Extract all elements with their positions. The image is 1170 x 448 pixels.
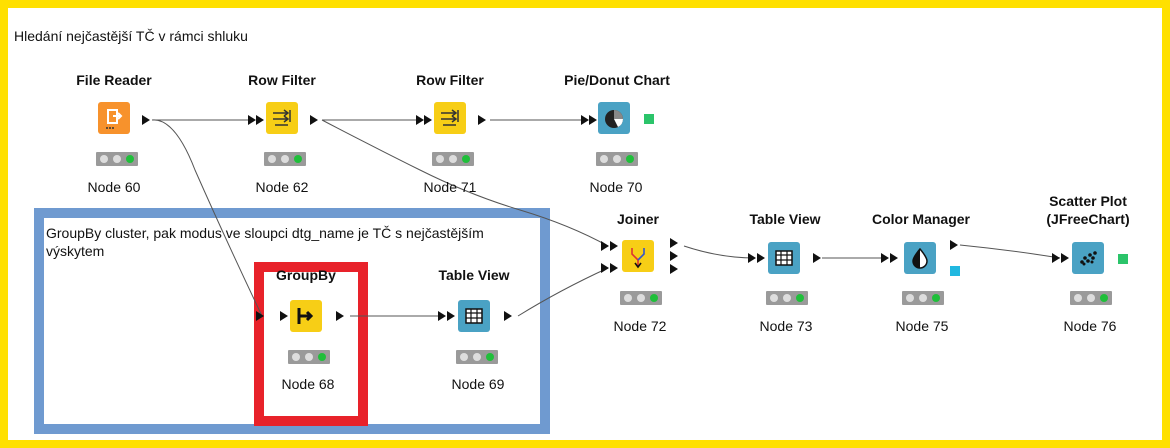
node-72-out-port-3[interactable] [670,264,678,274]
edge-69-72 [517,267,609,317]
node-75-status [902,291,944,305]
node-62-in-port[interactable] [256,115,264,125]
edge-62-72 [321,119,609,247]
filter-icon [441,109,459,126]
arrowhead-71 [416,115,424,125]
node-72-in-port-right[interactable] [610,263,618,273]
node-70-status [596,152,638,166]
node-75-out-port[interactable] [950,240,958,250]
node-69-table-view-icon[interactable] [458,300,490,332]
join-icon [631,248,645,269]
node-68-in-port[interactable] [280,311,288,321]
node-73-in-port[interactable] [757,253,765,263]
node-62-title: Row Filter [248,72,316,88]
node-73-title: Table View [749,211,821,227]
arrowhead-73 [748,253,756,263]
node-72-in-port-left[interactable] [610,241,618,251]
filter-icon [273,109,291,126]
node-70-pie-chart-icon[interactable] [598,102,630,134]
node-68-label: Node 68 [281,376,335,392]
node-70-in-port[interactable] [589,115,597,125]
arrowhead-62 [248,115,256,125]
node-69-title: Table View [438,267,510,283]
node-68-status [288,350,330,364]
node-76-label: Node 76 [1063,318,1117,334]
group-annotation-text: GroupBy cluster, pak modus ve sloupci dt… [46,225,484,259]
node-72-joiner-icon[interactable] [622,240,654,272]
node-75-label: Node 75 [895,318,949,334]
node-69-status [456,350,498,364]
node-62-out-port[interactable] [310,115,318,125]
highlight-box [254,262,368,426]
node-69-in-port[interactable] [447,311,455,321]
edge-72-73 [683,245,756,259]
node-68-title: GroupBy [276,267,336,283]
edge-75-76 [959,244,1061,259]
node-68-groupby-icon[interactable] [290,300,322,332]
table-icon [775,250,793,266]
node-60-out-port[interactable] [142,115,150,125]
node-76-view-port[interactable] [1118,254,1128,264]
node-76-in-port[interactable] [1061,253,1069,263]
node-72-label: Node 72 [613,318,667,334]
groupby-icon [297,308,314,324]
node-73-out-port[interactable] [813,253,821,263]
group-annotation-box [34,208,550,434]
pie-chart-icon [605,110,623,128]
node-71-row-filter-icon[interactable] [434,102,466,134]
node-72-out-port-1[interactable] [670,238,678,248]
arrowhead-72a [601,241,609,251]
node-60-status [96,152,138,166]
node-62-label: Node 62 [255,179,309,195]
node-70-title: Pie/Donut Chart [564,72,670,88]
node-69-label: Node 69 [451,376,505,392]
node-72-status [620,291,662,305]
node-60-file-reader-icon[interactable] [98,102,130,134]
node-76-status [1070,291,1112,305]
node-71-label: Node 71 [423,179,477,195]
node-71-in-port[interactable] [424,115,432,125]
arrowhead-72b [601,263,609,273]
node-60-label: Node 60 [87,179,141,195]
edge-60-68 [151,119,263,317]
node-75-in-port[interactable] [890,253,898,263]
table-icon [465,308,483,324]
node-75-model-port[interactable] [950,266,960,276]
color-drop-icon [912,247,928,269]
arrowhead-75 [881,253,889,263]
node-71-title: Row Filter [416,72,484,88]
node-70-label: Node 70 [589,179,643,195]
arrowhead-70 [581,115,589,125]
node-70-view-port[interactable] [644,114,654,124]
node-76-title-line1: Scatter Plot [1049,193,1127,209]
scatter-icon [1080,251,1097,266]
node-71-out-port[interactable] [478,115,486,125]
node-73-table-view-icon[interactable] [768,242,800,274]
node-72-out-port-2[interactable] [670,251,678,261]
arrowhead-68 [256,311,264,321]
node-68-out-port[interactable] [336,311,344,321]
node-75-title: Color Manager [871,211,970,227]
node-76-title-line2: (JFreeChart) [1046,211,1130,227]
node-73-label: Node 73 [759,318,813,334]
node-73-status [766,291,808,305]
node-76-scatter-plot-icon[interactable] [1072,242,1104,274]
node-60-title: File Reader [76,72,152,88]
file-import-icon [106,109,123,129]
node-75-color-manager-icon[interactable] [904,242,936,274]
arrowhead-76 [1052,253,1060,263]
node-62-status [264,152,306,166]
node-71-status [432,152,474,166]
arrowhead-69 [438,311,446,321]
node-62-row-filter-icon[interactable] [266,102,298,134]
node-69-out-port[interactable] [504,311,512,321]
node-72-title: Joiner [616,211,659,227]
workflow-annotation-text: Hledání nejčastější TČ v rámci shluku [14,28,248,44]
